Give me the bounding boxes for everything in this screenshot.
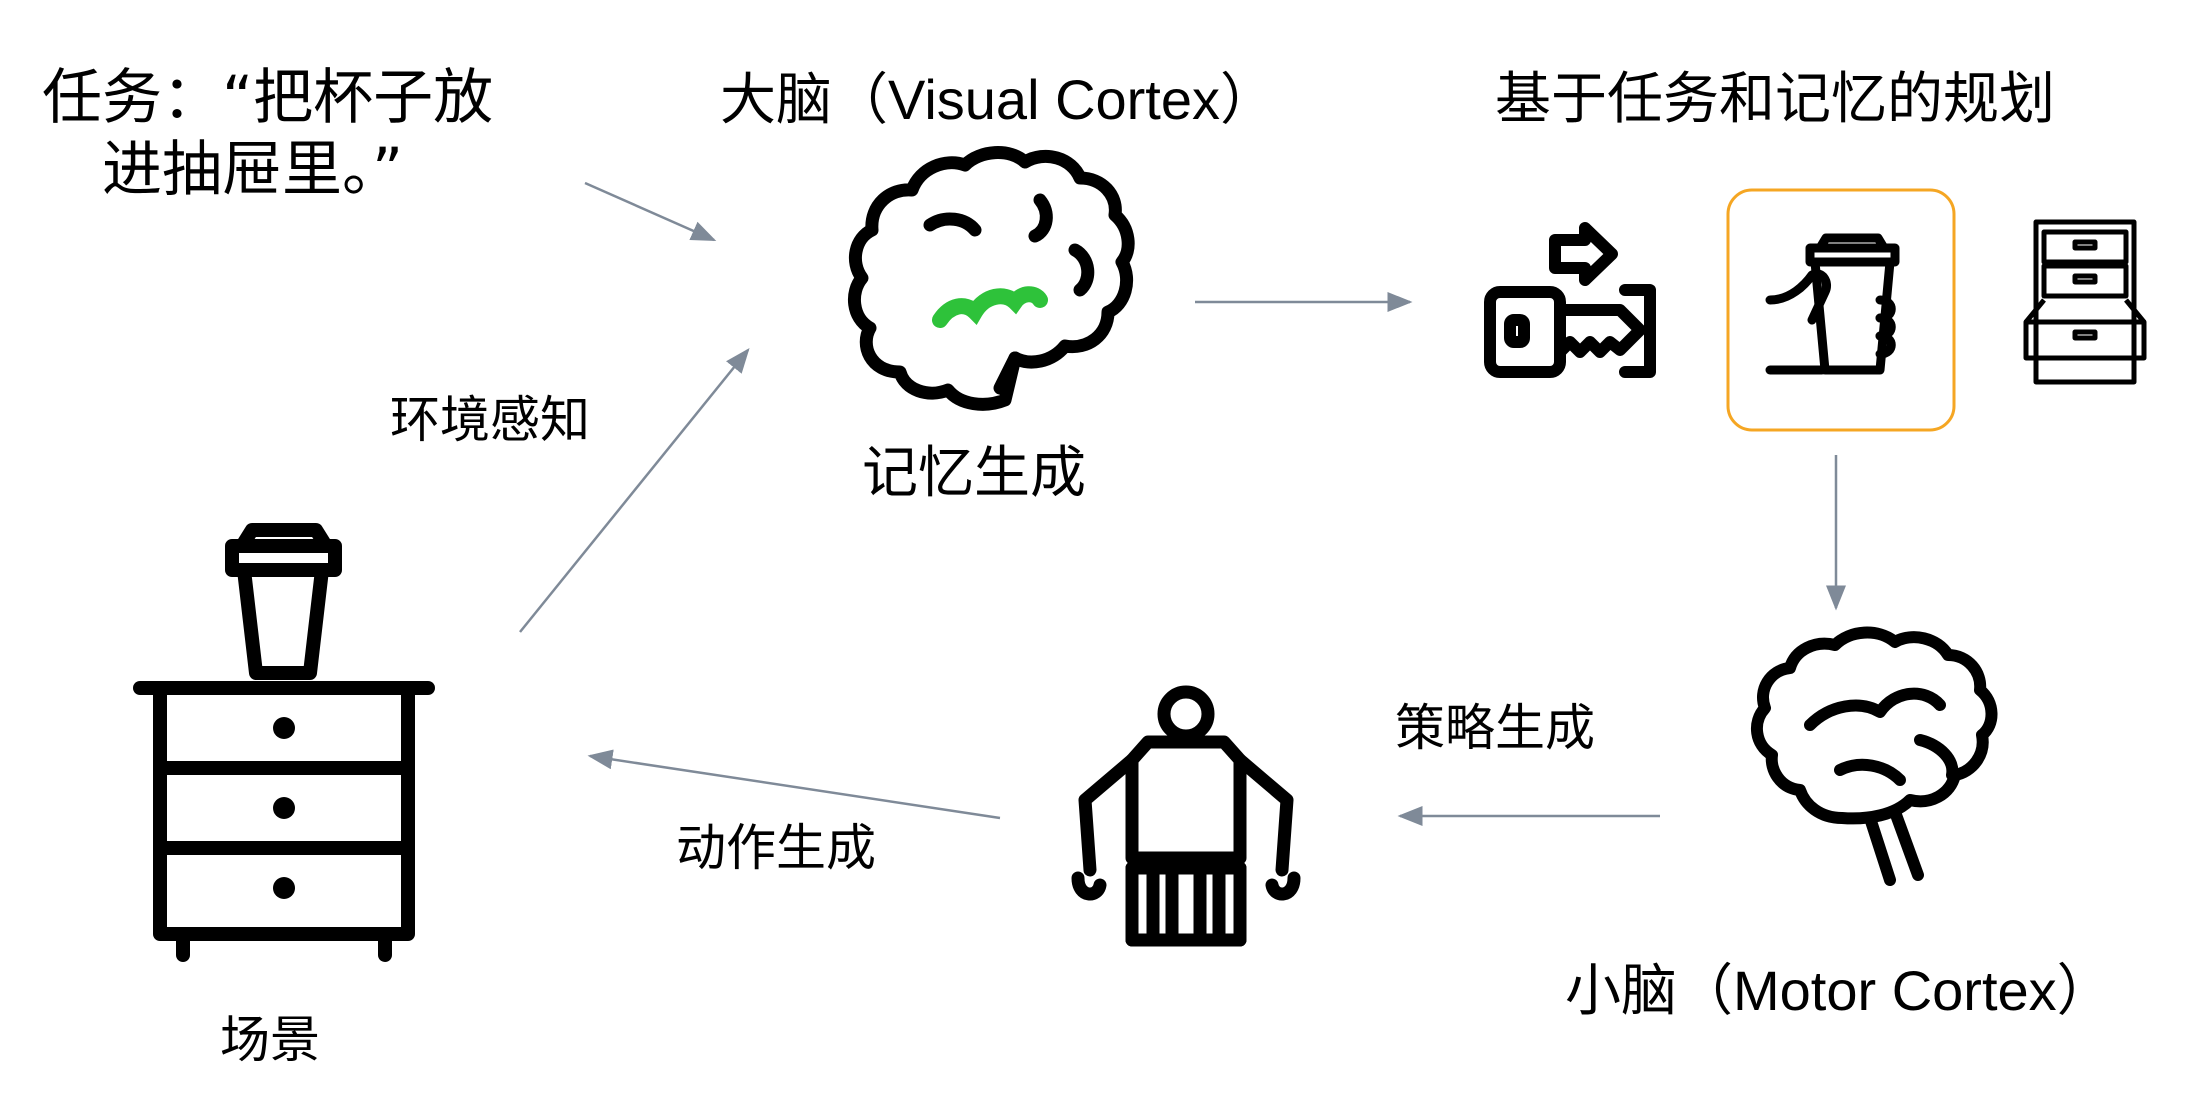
scene-label: 场景 bbox=[220, 1011, 320, 1069]
robot-to-scene-arrow bbox=[587, 749, 1001, 820]
task-to-cerebrum-arrow bbox=[584, 181, 717, 242]
key-icon bbox=[1484, 222, 1656, 378]
robot-icon bbox=[1071, 685, 1301, 947]
nightstand-icon bbox=[133, 681, 435, 962]
policy-generation-label: 策略生成 bbox=[1395, 699, 1595, 757]
task-line-2: 进抽屉里。” bbox=[102, 135, 404, 205]
action-generation-label: 动作生成 bbox=[676, 819, 876, 877]
environment-perception-label: 环境感知 bbox=[390, 391, 590, 449]
brain-icon bbox=[847, 146, 1135, 411]
planning-label: 基于任务和记忆的规划 bbox=[1495, 67, 2055, 132]
scene-to-cerebrum-arrow bbox=[519, 348, 750, 633]
cup-icon bbox=[225, 523, 342, 680]
hand-holding-cup-icon bbox=[1765, 233, 1900, 375]
file-cabinet-icon bbox=[2023, 219, 2147, 385]
memory-generation-label: 记忆生成 bbox=[862, 441, 1086, 506]
cerebellum-brain-icon bbox=[1751, 626, 1998, 886]
nightstand-knobs bbox=[273, 717, 295, 899]
cerebellum-label: 小脑（Motor Cortex） bbox=[1565, 959, 2113, 1022]
memory-highlight-mark bbox=[932, 286, 1048, 328]
selected-plan-frame bbox=[1726, 188, 1956, 432]
cerebrum-label: 大脑（Visual Cortex） bbox=[720, 68, 1277, 131]
task-line-1: 任务：“把杯子放 bbox=[42, 63, 494, 133]
task-description: 任务：“把杯子放 进抽屉里。” bbox=[42, 62, 493, 206]
